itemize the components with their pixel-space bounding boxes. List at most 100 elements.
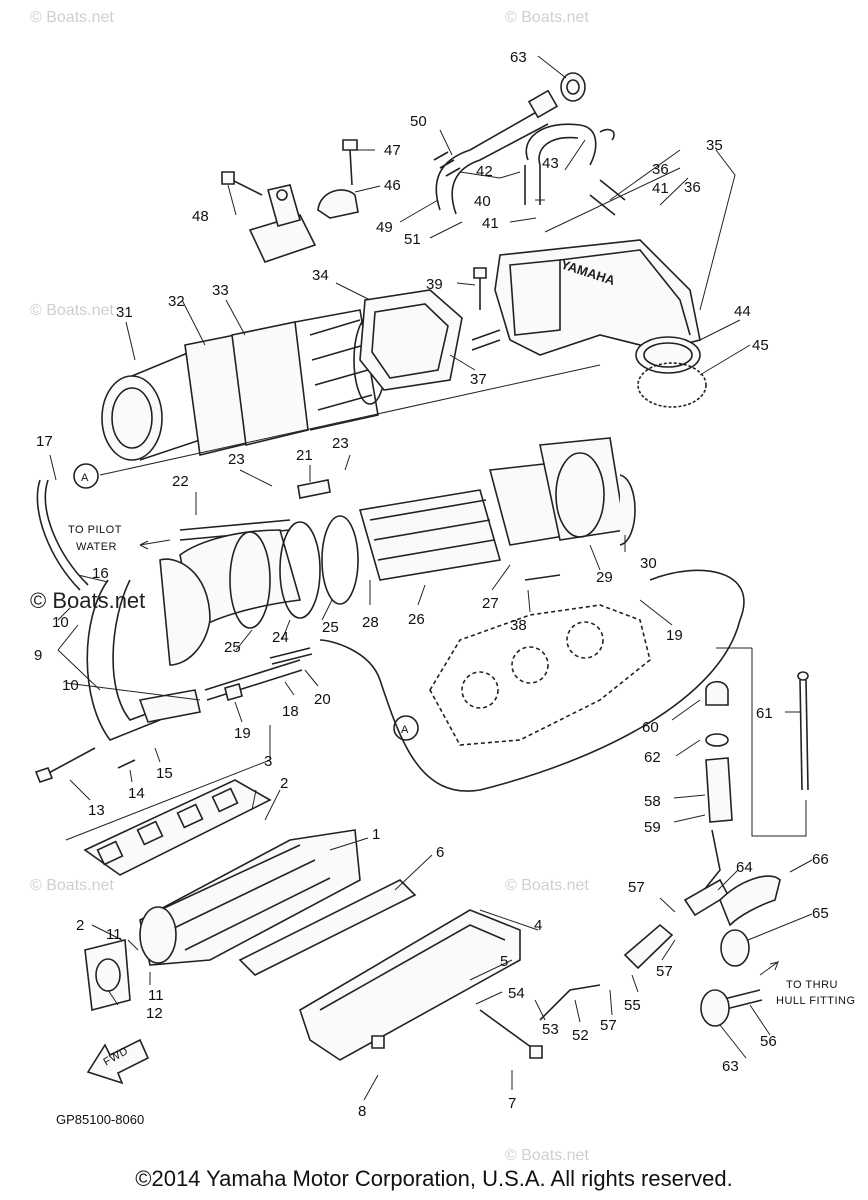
callout-23b: 23 (332, 435, 349, 452)
pilot-water-hose (319, 569, 745, 792)
callout-21: 21 (296, 447, 313, 464)
callout-4: 4 (534, 917, 542, 934)
to-thru-hull-line-1: TO THRU (786, 979, 838, 991)
callout-66: 66 (812, 851, 829, 868)
callout-59: 59 (644, 819, 661, 836)
callout-63a: 63 (510, 49, 527, 66)
exhaust-chamber-upper: YAMAHA (359, 239, 707, 408)
callout-57a: 57 (628, 879, 645, 896)
callout-42: 42 (476, 163, 493, 180)
upper-hoses (433, 72, 626, 216)
callout-39: 39 (426, 276, 443, 293)
callout-58: 58 (644, 793, 661, 810)
callout-23a: 23 (228, 451, 245, 468)
callout-36a: 36 (652, 161, 669, 178)
callout-52: 52 (572, 1027, 589, 1044)
callout-55: 55 (624, 997, 641, 1014)
watermark-top-right: © Boats.net (505, 9, 589, 26)
callout-49: 49 (376, 219, 393, 236)
callout-57b: 57 (656, 963, 673, 980)
thru-hull-arrow (759, 960, 780, 976)
engine-outline (429, 604, 651, 746)
callout-2: 2 (280, 775, 288, 792)
copyright-notice: ©2014 Yamaha Motor Corporation, U.S.A. A… (135, 1166, 733, 1191)
callout-numbers: 1 2 2 3 4 5 6 7 8 9 10 10 11 11 12 13 14… (34, 49, 829, 1120)
exhaust-pipe-middle (179, 437, 636, 632)
callout-60: 60 (642, 719, 659, 736)
callout-56: 56 (760, 1033, 777, 1050)
callout-50: 50 (410, 113, 427, 130)
callout-65: 65 (812, 905, 829, 922)
callout-31: 31 (116, 304, 133, 321)
callout-25a: 25 (224, 639, 241, 656)
exhaust-manifold (83, 779, 361, 1012)
callout-19a: 19 (234, 725, 251, 742)
bracket-assembly (221, 139, 359, 263)
callout-10b: 10 (62, 677, 79, 694)
callout-34: 34 (312, 267, 329, 284)
callout-46: 46 (384, 177, 401, 194)
ref-a-label-2: A (401, 724, 409, 736)
watermark-dark: © Boats.net (30, 588, 145, 613)
callout-57c: 57 (600, 1017, 617, 1034)
callout-35: 35 (706, 137, 723, 154)
callout-32: 32 (168, 293, 185, 310)
callout-10a: 10 (52, 614, 69, 631)
pilot-water-arrow (139, 539, 171, 550)
callout-2b: 2 (76, 917, 84, 934)
callout-41b: 41 (652, 180, 669, 197)
callout-14: 14 (128, 785, 145, 802)
callout-27: 27 (482, 595, 499, 612)
callout-54: 54 (508, 985, 525, 1002)
callout-11a: 11 (106, 926, 122, 943)
callout-41a: 41 (482, 215, 499, 232)
callout-37: 37 (470, 371, 487, 388)
callout-47: 47 (384, 142, 401, 159)
callout-3: 3 (264, 753, 272, 770)
callout-9: 9 (34, 647, 42, 664)
callout-44: 44 (734, 303, 751, 320)
callout-18: 18 (282, 703, 299, 720)
callout-28: 28 (362, 614, 379, 631)
callout-64: 64 (736, 859, 753, 876)
callout-63b: 63 (722, 1058, 739, 1075)
callout-45: 45 (752, 337, 769, 354)
callout-48: 48 (192, 208, 209, 225)
leader-lines (49, 55, 813, 1101)
callout-53: 53 (542, 1021, 559, 1038)
callout-15: 15 (156, 765, 173, 782)
fwd-arrow: FWD (86, 1038, 150, 1085)
callout-16: 16 (92, 565, 109, 582)
manifold-cover (238, 879, 521, 1061)
callout-51: 51 (404, 231, 421, 248)
to-pilot-water-line-2: WATER (76, 541, 117, 553)
water-pipe-18 (204, 647, 313, 701)
callout-13: 13 (88, 802, 105, 819)
right-fittings (539, 671, 809, 1027)
callout-5: 5 (500, 953, 508, 970)
to-thru-hull-line-2: HULL FITTING (776, 995, 856, 1007)
callout-43: 43 (542, 155, 559, 172)
callout-6: 6 (436, 844, 444, 861)
watermark-top-left: © Boats.net (30, 9, 114, 26)
callout-7: 7 (508, 1095, 516, 1112)
callout-61: 61 (756, 705, 773, 722)
callout-20: 20 (314, 691, 331, 708)
to-pilot-water-line-1: TO PILOT (68, 524, 122, 536)
callout-36b: 36 (684, 179, 701, 196)
callout-40: 40 (474, 193, 491, 210)
muffler-front (101, 309, 387, 461)
callout-8: 8 (358, 1103, 366, 1120)
bolts (34, 267, 561, 1059)
watermark-low-right: © Boats.net (505, 877, 589, 894)
watermark-low-left: © Boats.net (30, 877, 114, 894)
callout-33: 33 (212, 282, 229, 299)
callout-30: 30 (640, 555, 657, 572)
callout-17: 17 (36, 433, 53, 450)
callout-26: 26 (408, 611, 425, 628)
callout-24: 24 (272, 629, 289, 646)
watermark-mid-left: © Boats.net (30, 302, 114, 319)
callout-25b: 25 (322, 619, 339, 636)
callout-22: 22 (172, 473, 189, 490)
